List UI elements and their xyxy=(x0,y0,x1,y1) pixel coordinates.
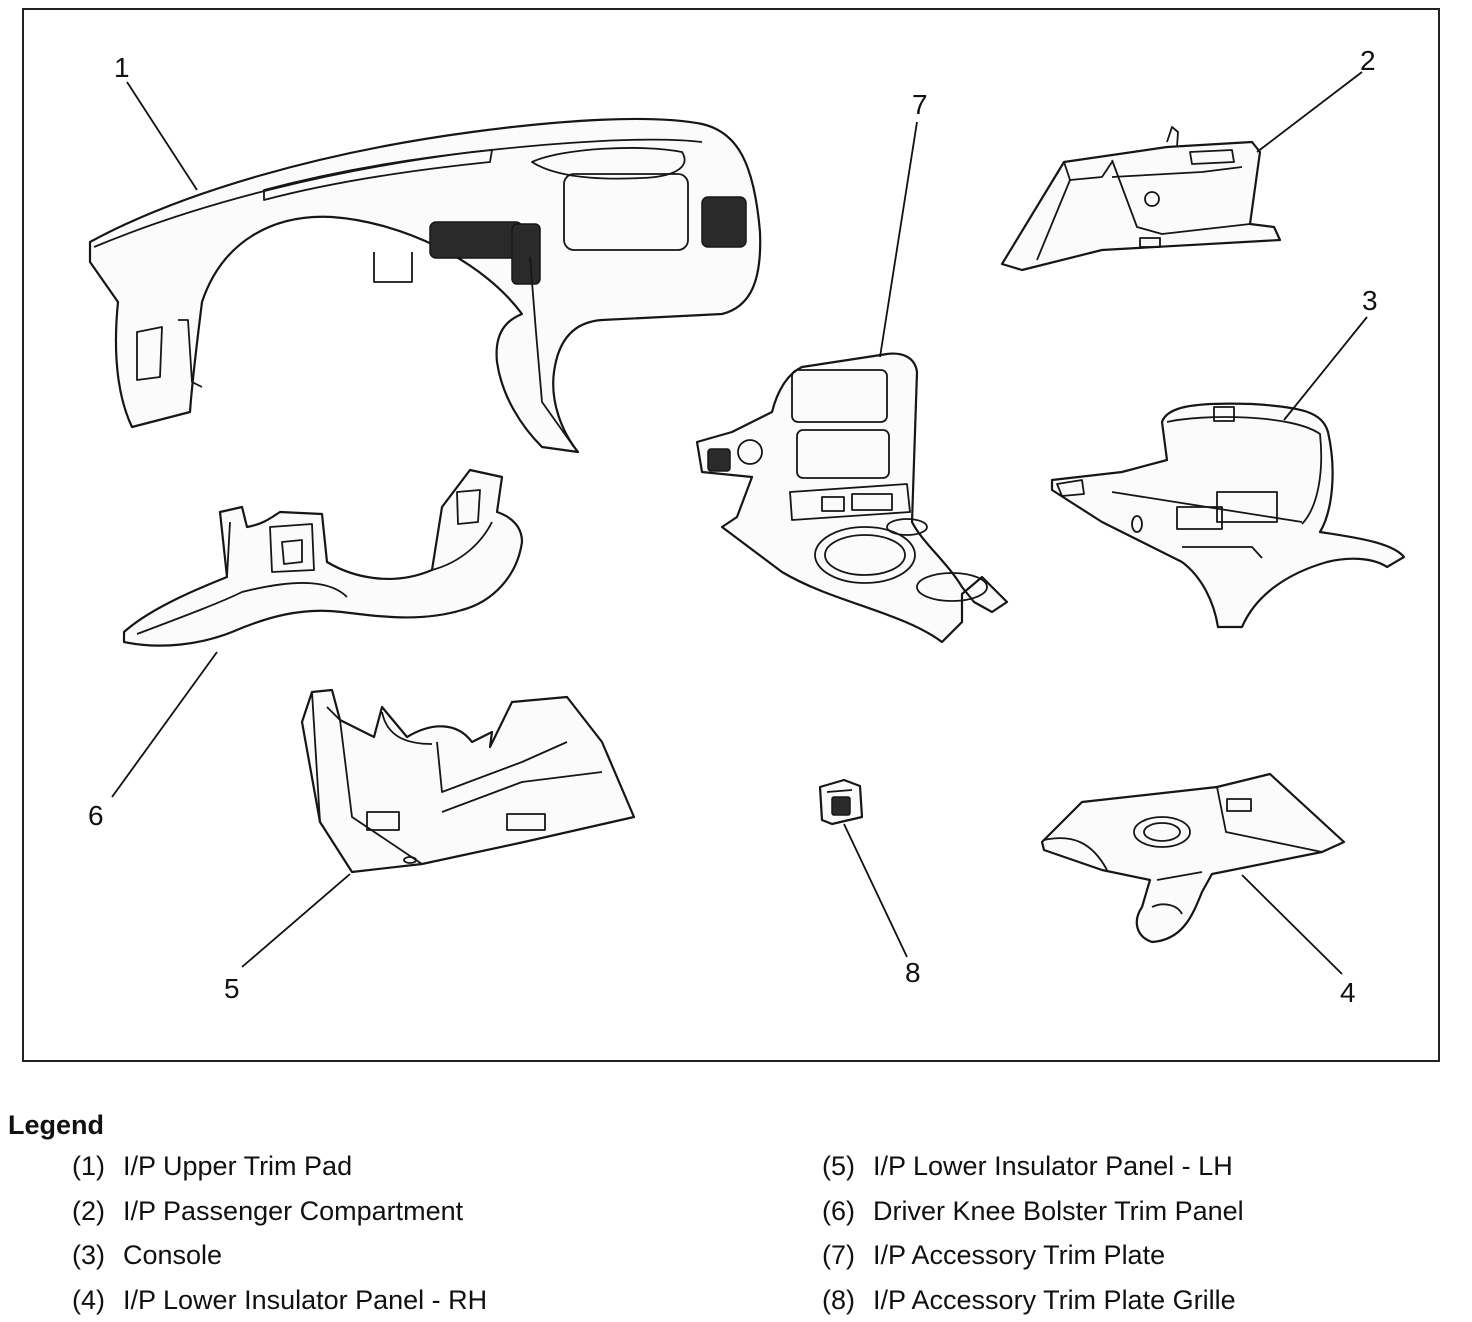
legend-item: (7)I/P Accessory Trim Plate xyxy=(822,1233,1244,1278)
legend-item-number: (6) xyxy=(822,1189,873,1234)
part-8-trim-plate-grille xyxy=(820,780,862,824)
callout-6: 6 xyxy=(88,800,104,831)
callout-8: 8 xyxy=(905,957,921,988)
part-6-knee-bolster xyxy=(124,470,522,646)
leader-line-2 xyxy=(1257,72,1362,152)
legend-item: (1)I/P Upper Trim Pad xyxy=(72,1144,487,1189)
legend-item-label: Driver Knee Bolster Trim Panel xyxy=(873,1196,1244,1226)
legend-item: (2)I/P Passenger Compartment xyxy=(72,1189,487,1234)
leader-line-6 xyxy=(112,652,217,797)
legend-item-label: I/P Accessory Trim Plate xyxy=(873,1240,1165,1270)
legend-item: (3)Console xyxy=(72,1233,487,1278)
legend-item: (8)I/P Accessory Trim Plate Grille xyxy=(822,1278,1244,1322)
diagram-canvas: 1 2 3 4 5 6 7 8 xyxy=(24,10,1442,1064)
callout-5: 5 xyxy=(224,973,240,1004)
legend-title: Legend xyxy=(8,1110,104,1141)
legend-item-number: (8) xyxy=(822,1278,873,1322)
part-5-lower-insulator-lh xyxy=(302,690,634,872)
legend-item-number: (4) xyxy=(72,1278,123,1322)
legend-item-label: I/P Upper Trim Pad xyxy=(123,1151,352,1181)
legend-column-left: (1)I/P Upper Trim Pad (2)I/P Passenger C… xyxy=(72,1144,487,1322)
legend-item-number: (2) xyxy=(72,1189,123,1234)
callout-4: 4 xyxy=(1340,977,1356,1008)
legend-item-number: (5) xyxy=(822,1144,873,1189)
legend-item-label: Console xyxy=(123,1240,222,1270)
leader-line-1 xyxy=(127,82,197,190)
legend-item: (5)I/P Lower Insulator Panel - LH xyxy=(822,1144,1244,1189)
legend-item-label: I/P Accessory Trim Plate Grille xyxy=(873,1285,1236,1315)
part-2-passenger-compartment xyxy=(1002,127,1280,270)
callout-7: 7 xyxy=(912,89,928,120)
legend-item: (4)I/P Lower Insulator Panel - RH xyxy=(72,1278,487,1322)
exploded-parts-diagram: 1 2 3 4 5 6 7 8 xyxy=(22,8,1440,1062)
part-1-upper-trim-pad xyxy=(90,119,760,452)
part-7-accessory-trim-plate xyxy=(697,354,1007,642)
leader-line-5 xyxy=(242,874,350,967)
legend-item-number: (1) xyxy=(72,1144,123,1189)
leader-line-4 xyxy=(1242,875,1342,974)
legend-item: (6)Driver Knee Bolster Trim Panel xyxy=(822,1189,1244,1234)
legend-item-label: I/P Passenger Compartment xyxy=(123,1196,463,1226)
legend-item-number: (7) xyxy=(822,1233,873,1278)
part-3-console xyxy=(1052,404,1404,627)
callout-2: 2 xyxy=(1360,45,1376,76)
callout-3: 3 xyxy=(1362,285,1378,316)
leader-line-7 xyxy=(880,122,917,357)
leader-line-8 xyxy=(844,824,907,957)
callout-1: 1 xyxy=(114,52,130,83)
legend-column-right: (5)I/P Lower Insulator Panel - LH (6)Dri… xyxy=(822,1144,1244,1322)
legend-item-label: I/P Lower Insulator Panel - LH xyxy=(873,1151,1233,1181)
part-4-lower-insulator-rh xyxy=(1042,774,1344,942)
leader-line-3 xyxy=(1284,317,1367,420)
legend-item-number: (3) xyxy=(72,1233,123,1278)
legend-item-label: I/P Lower Insulator Panel - RH xyxy=(123,1285,487,1315)
